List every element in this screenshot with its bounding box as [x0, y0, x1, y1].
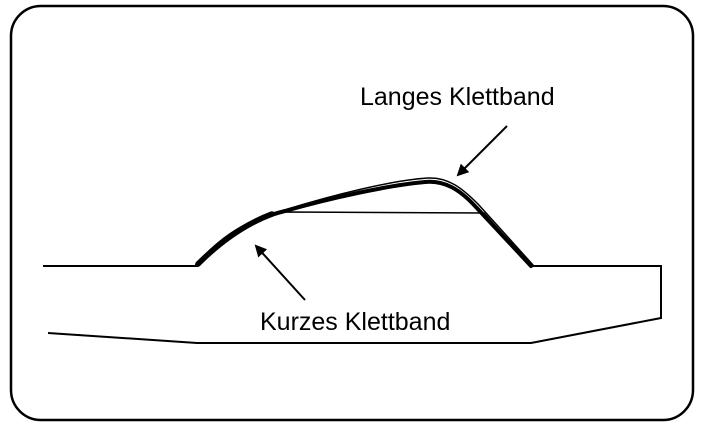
hump-inner-line	[196, 211, 532, 267]
short-strap-label: Kurzes Klettband	[260, 308, 451, 336]
short-strap-line	[195, 211, 275, 267]
base-outline	[43, 265, 662, 344]
border-frame	[9, 4, 695, 422]
short-strap-arrow	[254, 244, 306, 301]
long-strap-label: Langes Klettband	[360, 83, 555, 111]
long-strap-arrow	[456, 125, 508, 177]
